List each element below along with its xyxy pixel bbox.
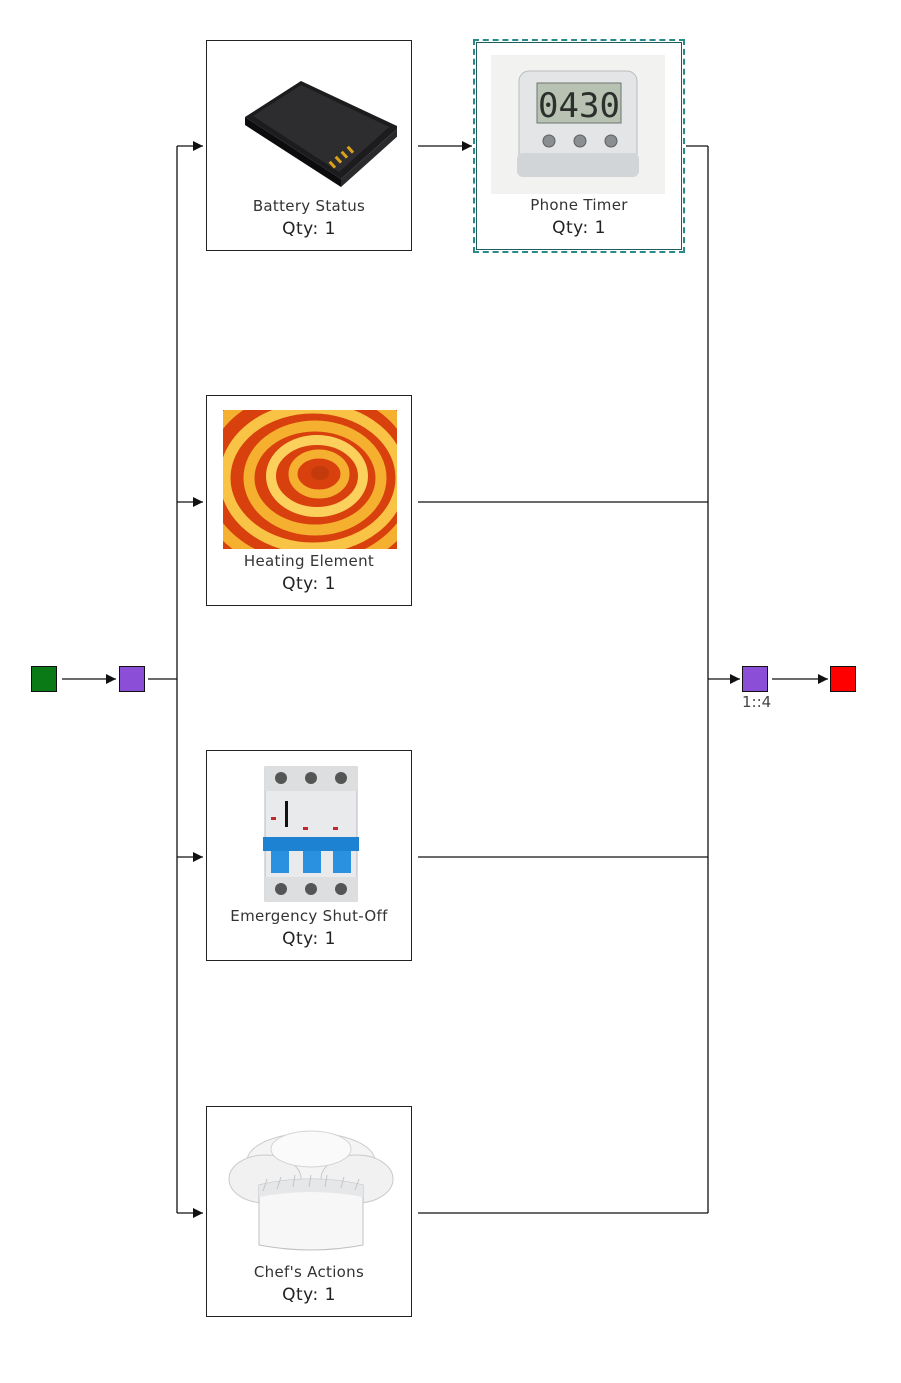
block-qty: Qty: 1 — [282, 574, 336, 594]
block-name: Chef's Actions — [253, 1263, 365, 1281]
block-name: Battery Status — [252, 197, 366, 215]
timer-icon: 0430 — [491, 55, 665, 194]
block-battery-status[interactable]: Battery Status Qty: 1 — [206, 40, 412, 251]
block-emergency-shut-off[interactable]: Emergency Shut-Off Qty: 1 — [206, 750, 412, 961]
block-qty: Qty: 1 — [552, 218, 606, 238]
block-qty: Qty: 1 — [282, 1285, 336, 1305]
join-ratio-label: 1::4 — [742, 693, 772, 711]
block-heating-element[interactable]: Heating Element Qty: 1 — [206, 395, 412, 606]
svg-text:0430: 0430 — [538, 86, 620, 126]
block-phone-timer[interactable]: 0430 Phone Timer Qty: 1 — [473, 39, 685, 253]
battery-icon — [223, 55, 397, 194]
end-node[interactable] — [830, 666, 856, 692]
block-name: Emergency Shut-Off — [230, 907, 388, 925]
block-name: Phone Timer — [530, 196, 628, 214]
heating-coil-icon — [223, 410, 397, 549]
block-qty: Qty: 1 — [282, 929, 336, 949]
chef-hat-icon — [223, 1121, 397, 1260]
block-chefs-actions[interactable]: Chef's Actions Qty: 1 — [206, 1106, 412, 1317]
split-junction-node[interactable] — [119, 666, 145, 692]
block-name: Heating Element — [243, 552, 375, 570]
circuit-breaker-icon — [223, 765, 397, 904]
block-qty: Qty: 1 — [282, 219, 336, 239]
join-junction-node[interactable] — [742, 666, 768, 692]
start-node[interactable] — [31, 666, 57, 692]
